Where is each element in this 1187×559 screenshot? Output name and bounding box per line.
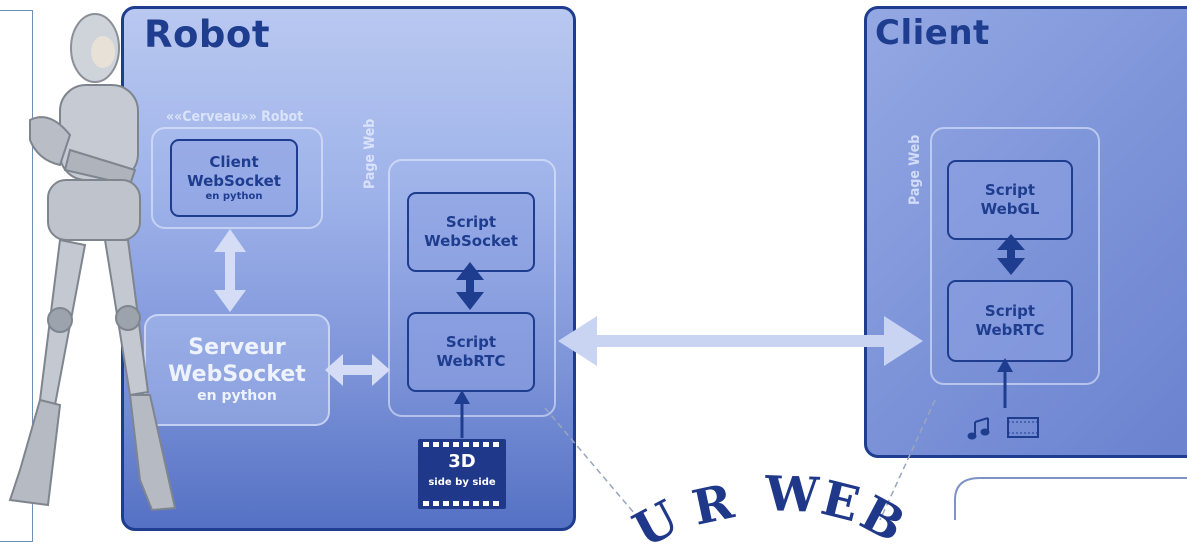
server-websocket-line1: Serveur: [188, 335, 286, 361]
robot-script-websocket-line2: WebSocket: [424, 232, 518, 250]
film-strip-icon: [1007, 417, 1039, 438]
client-script-webgl-box: Script WebGL: [947, 160, 1073, 240]
client-websocket-line3: en python: [205, 190, 263, 202]
film-3d-icon: 3D side by side: [418, 439, 506, 509]
robot-webpage-group: [388, 159, 556, 417]
client-webpage-group: [930, 127, 1100, 385]
dashed-connector-right: [879, 399, 936, 520]
watermark-letter-w: W: [764, 466, 822, 524]
film-label-3d: 3D: [448, 451, 476, 472]
robot-script-webrtc-box: Script WebRTC: [407, 312, 535, 392]
robot-title: Robot: [144, 13, 271, 56]
film-holes-bottom: [423, 501, 501, 506]
client-script-webgl-line2: WebGL: [980, 200, 1040, 218]
client-script-webrtc-line2: WebRTC: [975, 321, 1045, 339]
client-panel: Client Page Web Script WebGL Script WebR…: [864, 6, 1187, 458]
arrow-film-webrtc: [454, 390, 470, 438]
dashed-connector-left: [544, 407, 641, 520]
client-websocket-line1: Client: [209, 153, 259, 171]
client-script-webrtc-line1: Script: [984, 302, 1036, 321]
robot-brain-label: ««Cerveau»» Robot: [166, 109, 304, 125]
film-label-sbs: side by side: [428, 477, 496, 488]
arrow-server-webrtc: [325, 354, 390, 386]
client-script-webrtc-box: Script WebRTC: [947, 280, 1073, 362]
client-websocket-box: Client WebSocket en python: [170, 139, 298, 217]
robot-brain-group: [151, 127, 323, 229]
server-websocket-line3: en python: [197, 387, 277, 404]
client-websocket-line2: WebSocket: [187, 171, 281, 190]
client-script-webgl-line1: Script: [984, 181, 1036, 200]
diagram-overlay: [8, 13, 1187, 520]
arrow-robot-scripts: [456, 262, 484, 310]
server-websocket-line2: WebSocket: [168, 361, 306, 387]
arrow-client-server: [214, 229, 246, 312]
arrow-client-scripts: [997, 234, 1025, 275]
robot-script-websocket-line1: Script: [445, 213, 497, 232]
music-note-icon: [967, 417, 990, 440]
arrow-robot-client: [558, 316, 923, 366]
robot-script-webrtc-line2: WebRTC: [436, 352, 506, 370]
bottom-right-frame: [954, 477, 1187, 520]
robot-script-webrtc-line1: Script: [445, 333, 497, 352]
robot-figure: [8, 13, 177, 512]
arrow-media-webrtc: [997, 358, 1013, 408]
film-holes-top: [423, 442, 501, 447]
client-title: Client: [875, 13, 990, 53]
